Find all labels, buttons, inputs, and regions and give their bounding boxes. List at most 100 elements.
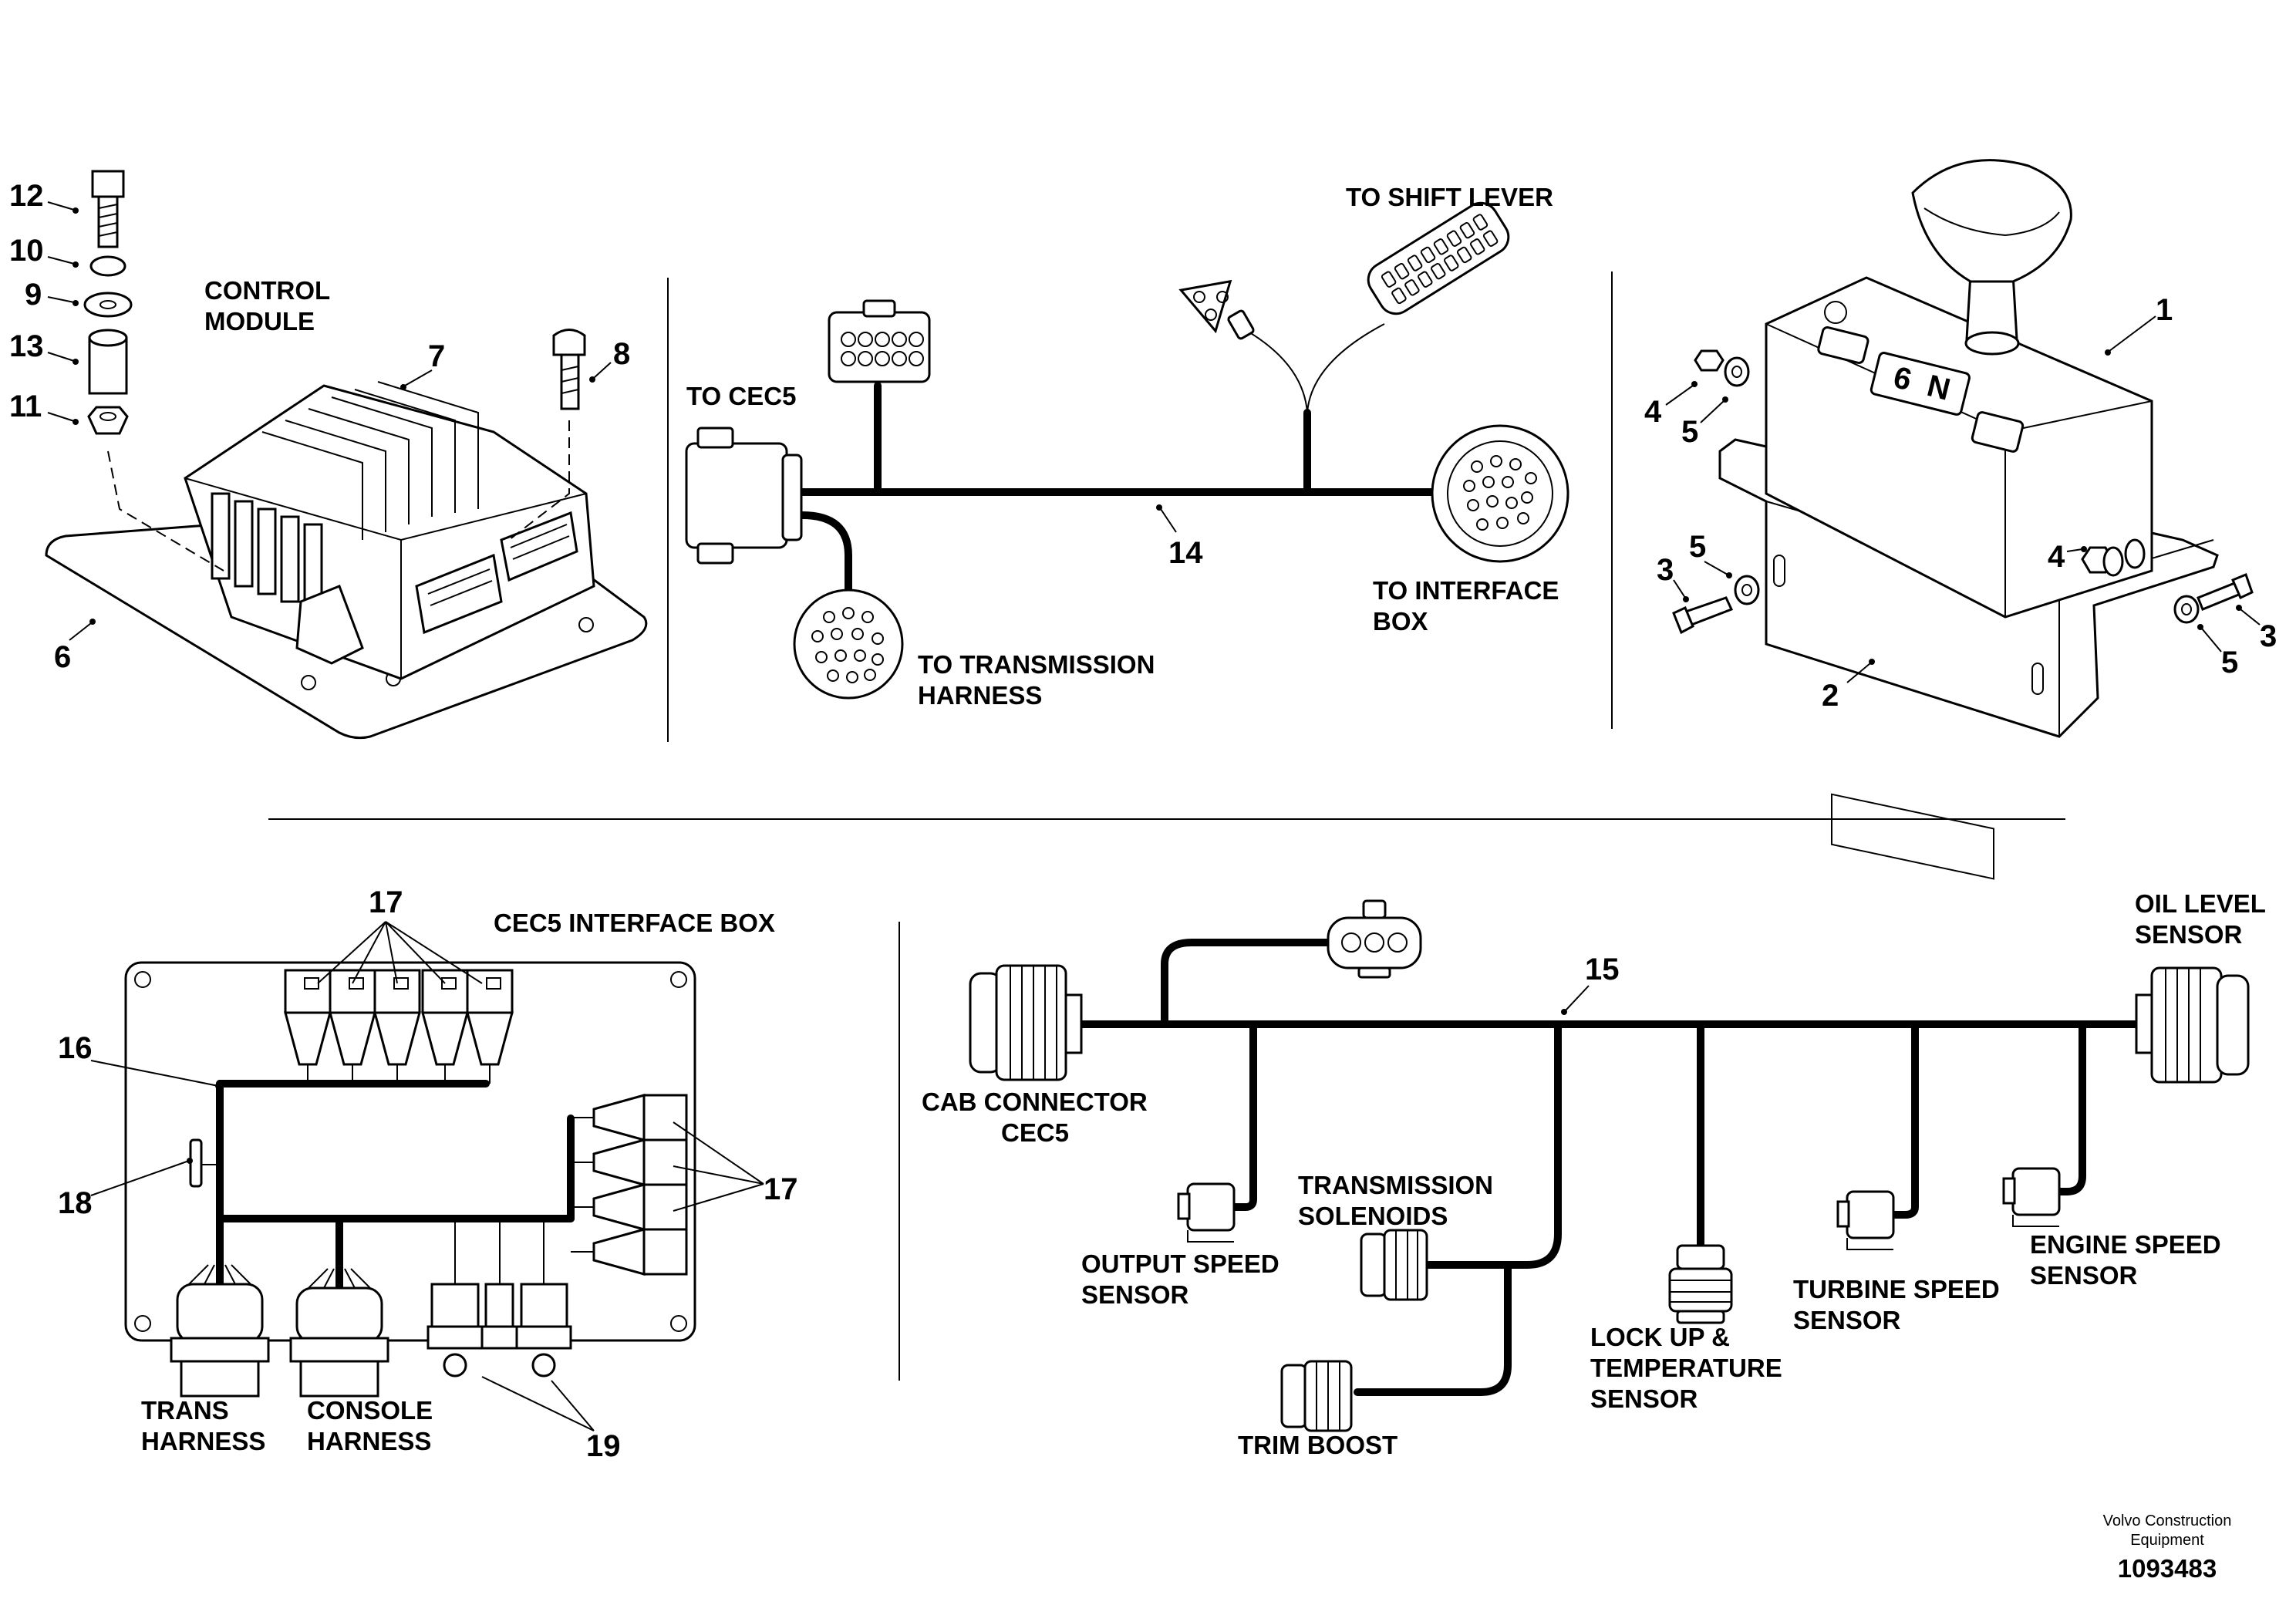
harness-15-panel: OIL LEVEL SENSOR CAB CONNECTOR CEC5 OUTP…: [922, 889, 2266, 1459]
callout-17-right-leaders: [673, 1121, 764, 1212]
lockup-temperature-sensor-connector: [1668, 1244, 1733, 1324]
brand-name-2: Equipment: [2130, 1532, 2204, 1549]
bolt-3-right: [2197, 573, 2254, 611]
trans-solenoids-wire: [1423, 1020, 1562, 1269]
callout-3-right: 3: [2260, 619, 2277, 653]
fuse-holders-19: [426, 1283, 572, 1378]
bracket-slot: [2031, 663, 2044, 695]
plate-hole: [578, 617, 594, 632]
bolt-8: [552, 329, 586, 410]
engine-speed-sensor-connector: [2002, 1167, 2061, 1227]
washer-5-upper: [1724, 356, 1750, 387]
brand-name: Volvo Construction: [2103, 1512, 2232, 1529]
shifter-button: [1971, 411, 2025, 453]
washer-9: [83, 292, 133, 318]
to-interface-box-label: TO INTERFACE: [1373, 576, 1559, 605]
engine-speed-sensor-label: ENGINE SPEED: [2030, 1230, 2221, 1259]
callout-2: 2: [1822, 679, 1839, 713]
nut-11: [87, 406, 129, 435]
diagram-part-number: 1093483: [2118, 1554, 2217, 1583]
interface-box-board: [124, 961, 696, 1342]
harness-14-top-connector: [828, 299, 931, 383]
callout-14: 14: [1168, 536, 1203, 570]
bracket-slot: [1773, 555, 1785, 587]
callout-5-lower-right: 5: [2221, 646, 2238, 679]
to-shift-lever-connector: [1367, 201, 1510, 315]
to-cec5-connector: [685, 427, 803, 565]
engine-speed-sensor-label-2: SENSOR: [2030, 1261, 2138, 1290]
turbine-speed-sensor-label: TURBINE SPEED: [1793, 1275, 2000, 1303]
callout-9: 9: [25, 278, 42, 312]
bolt-3-left: [1672, 596, 1734, 635]
control-module-panel: 12 10 9 13 11 7 8 6 CONTROL MODULE: [9, 170, 648, 740]
plate-hole: [301, 675, 316, 690]
control-module-label: CONTROL: [204, 276, 330, 305]
transmission-solenoids-connector: [1360, 1229, 1428, 1301]
lockup-sensor-label: LOCK UP &: [1590, 1323, 1730, 1351]
three-pin-connector: [1327, 899, 1422, 979]
turbine-speed-sensor-connector: [1836, 1190, 1895, 1250]
diode-18: [189, 1138, 203, 1188]
oil-level-sensor-label: OIL LEVEL: [2135, 889, 2266, 918]
callout-13: 13: [9, 329, 44, 363]
output-speed-wire: [1230, 1020, 1257, 1211]
callout-7: 7: [428, 339, 445, 373]
spacer-13: [88, 329, 128, 395]
connector-pins: [427, 524, 570, 606]
callout-12: 12: [9, 179, 44, 213]
gear-display: 6 N: [1870, 352, 1971, 416]
trim-boost-connector: [1280, 1360, 1353, 1432]
oil-level-sensor-label-2: SENSOR: [2135, 920, 2243, 949]
assembly-line: [107, 450, 224, 572]
output-speed-sensor-label: OUTPUT SPEED: [1081, 1249, 1279, 1278]
shift-lever-knob: [1911, 159, 2072, 356]
mounting-bracket: [295, 585, 364, 665]
callout-3-left: 3: [1657, 553, 1674, 587]
cab-connector-label-2: CEC5: [1001, 1118, 1069, 1147]
to-interface-box-label-2: BOX: [1373, 607, 1428, 636]
callout-11: 11: [9, 389, 42, 423]
callout-19: 19: [586, 1429, 621, 1463]
shifter-window: [1831, 793, 1994, 880]
brand-emblem: [1824, 301, 1847, 324]
transmission-solenoids-label: TRANSMISSION: [1298, 1171, 1493, 1199]
callout-6: 6: [54, 640, 71, 674]
turbine-speed-sensor-label-2: SENSOR: [1793, 1306, 1901, 1334]
trans-harness-label-2: HARNESS: [141, 1427, 265, 1455]
trim-boost-wire: [1354, 1261, 1512, 1396]
callout-4-upper: 4: [1644, 395, 1662, 429]
washer-right: [2102, 546, 2124, 577]
relay-column-right: [571, 1094, 688, 1276]
to-transmission-harness-label: TO TRANSMISSION: [918, 650, 1155, 679]
to-shift-lever-label: TO SHIFT LEVER: [1346, 183, 1553, 211]
shift-lever-lead-a: [1241, 327, 1308, 413]
console-harness-connector: [289, 1268, 389, 1398]
callout-5-lower-left: 5: [1689, 530, 1706, 564]
callout-10: 10: [9, 234, 44, 268]
callout-19-leaders: [481, 1376, 595, 1431]
shift-lever-lead-b: [1306, 323, 1385, 413]
output-speed-sensor-label-2: SENSOR: [1081, 1280, 1189, 1309]
triangular-connector: [1178, 279, 1255, 340]
console-harness-label: CONSOLE: [307, 1396, 433, 1425]
output-speed-sensor-connector: [1177, 1182, 1236, 1243]
footer: Volvo Construction Equipment 1093483: [2103, 1512, 2232, 1583]
to-transmission-harness-connector: [793, 588, 904, 700]
callout-15: 15: [1585, 953, 1620, 986]
bolt-12: [91, 170, 125, 248]
interface-box-panel: CEC5 INTERFACE BOX TRANS HARNESS CONSOLE…: [58, 885, 798, 1463]
control-module-label-2: MODULE: [204, 307, 315, 336]
shift-lever-panel: 6 N: [1644, 159, 2277, 880]
callout-8: 8: [613, 337, 630, 371]
callout-4-right: 4: [2048, 540, 2065, 574]
washer-5-lower-right: [2173, 595, 2200, 624]
turbine-wire: [1890, 1020, 1919, 1219]
washer-right-2: [2124, 538, 2146, 569]
console-harness-label-2: HARNESS: [307, 1427, 431, 1455]
washer-5-lower-left: [1734, 575, 1760, 605]
trans-harness-connector: [170, 1264, 270, 1398]
harness-14-branch-trans: [798, 511, 852, 594]
cab-connector-label: CAB CONNECTOR: [922, 1088, 1148, 1116]
oil-level-sensor-connector: [2135, 966, 2250, 1084]
